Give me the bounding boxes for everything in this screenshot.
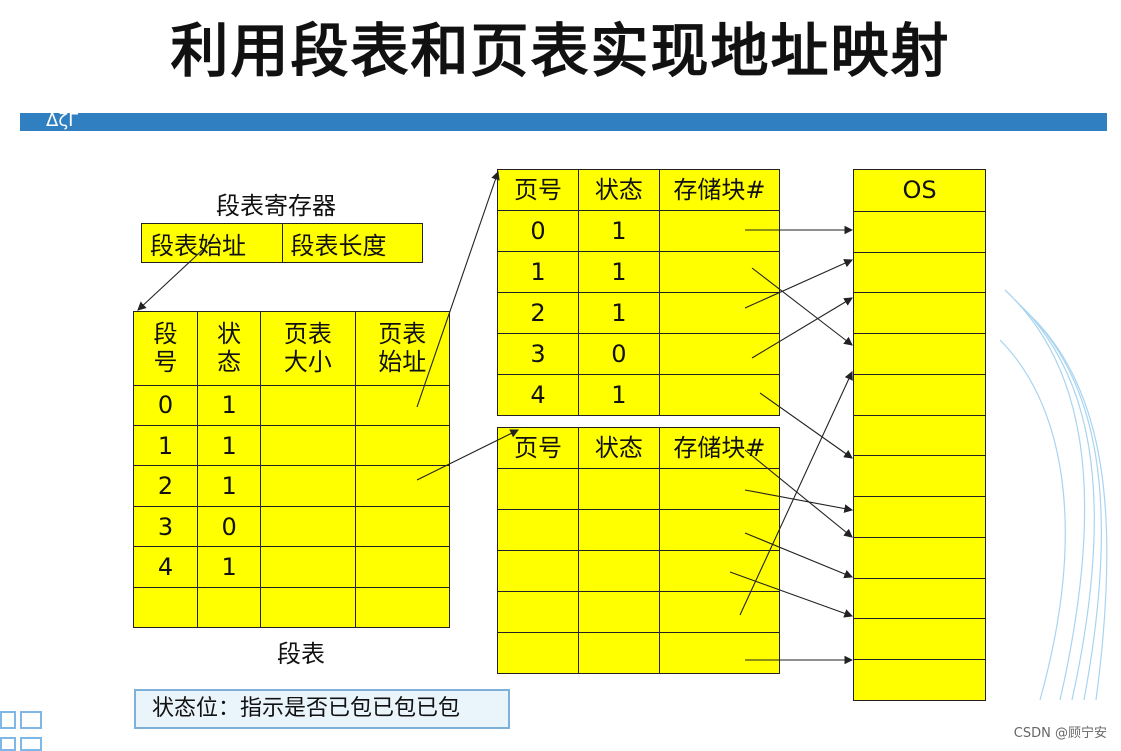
segment-table-header-cell: 页表 始址 (354, 311, 451, 386)
segment-table-cell (260, 546, 356, 588)
decor-square (20, 711, 42, 729)
memory-block (853, 618, 986, 661)
memory-block (853, 414, 986, 457)
page-table-2-cell (577, 468, 660, 510)
page-table-2: 页号状态存储块# (497, 427, 781, 674)
memory-blocks: OS (853, 169, 986, 701)
segment-table-header-cell: 状 态 (197, 311, 262, 386)
segment-table-header-cell: 页表 大小 (260, 311, 356, 386)
memory-block (853, 210, 986, 253)
page-table-1-cell: 0 (497, 210, 579, 252)
segment-table-cell (260, 384, 356, 427)
page-table-2-cell (497, 550, 579, 592)
page-table-1-cell: 1 (577, 374, 660, 416)
header-band (20, 113, 1107, 131)
segment-table-cell: 4 (132, 546, 199, 588)
segment-table-cell (260, 465, 356, 507)
memory-block (853, 577, 986, 620)
page-title: 利用段表和页表实现地址映射 (170, 17, 951, 85)
segment-table-cell: 0 (132, 384, 199, 427)
status-note: 状态位：指示是否已包已包已包 (134, 689, 510, 729)
page-table-2-cell (577, 632, 660, 674)
segment-table-cell: 0 (197, 505, 262, 548)
segment-table-cell (354, 546, 451, 588)
page-table-1-cell: 0 (577, 333, 660, 375)
decor-curves (1000, 289, 1108, 701)
header-band-text: ΔζΓ (46, 110, 79, 131)
page-table-2-row (497, 550, 781, 592)
page-table-2-row (497, 632, 781, 674)
page-table-2-cell (497, 509, 579, 551)
page-table-2-row (497, 509, 781, 551)
segment-table-caption: 段表 (277, 640, 325, 668)
page-table-2-header-cell: 状态 (577, 427, 660, 469)
segment-table-cell (260, 586, 356, 629)
page-table-1-header-cell: 存储块# (658, 169, 781, 211)
page-table-2-row (497, 591, 781, 633)
memory-block (853, 536, 986, 579)
page-table-2-cell (497, 591, 579, 633)
decor-square (0, 711, 16, 729)
page-table-1-cell: 1 (497, 251, 579, 293)
segment-table-cell: 1 (197, 465, 262, 507)
memory-block (853, 659, 986, 701)
page-table-2-cell (658, 509, 781, 551)
memory-os-block: OS (853, 169, 986, 212)
memory-block (853, 496, 986, 538)
page-table-2-cell (577, 550, 660, 592)
segment-table-cell: 1 (197, 384, 262, 427)
segment-table-cell: 3 (132, 505, 199, 548)
memory-block (853, 333, 986, 375)
page-table-2-cell (497, 632, 579, 674)
segment-table-cell (354, 384, 451, 427)
segment-table-cell (354, 586, 451, 629)
page-table-2-cell (658, 632, 781, 674)
page-table-1-cell: 2 (497, 292, 579, 334)
page-table-2-row (497, 468, 781, 510)
page-table-1-cell: 1 (577, 210, 660, 252)
segment-table-cell (354, 465, 451, 507)
page-table-1-cell (658, 251, 781, 293)
segment-register-cell: 段表长度 (281, 223, 423, 263)
watermark: CSDN @顾宁安 (1013, 726, 1107, 741)
page-table-1-cell (658, 374, 781, 416)
segment-table-row (132, 586, 451, 629)
page-table-1-header-cell: 状态 (577, 169, 660, 211)
segment-register-caption: 段表寄存器 (216, 192, 336, 220)
page-table-1-header-cell: 页号 (497, 169, 579, 211)
